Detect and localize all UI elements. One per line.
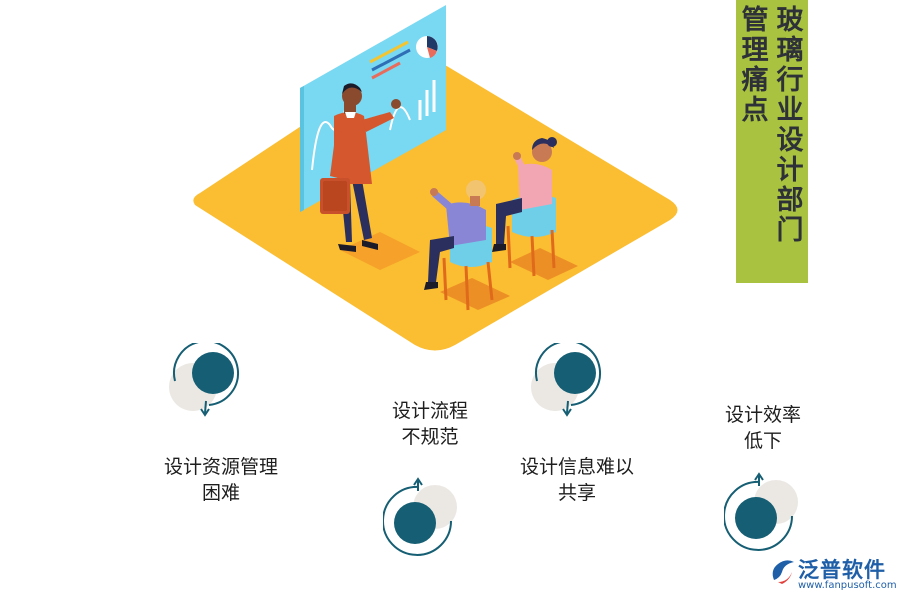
brand-logo: 泛普软件 www.fanpusoft.com [768,552,897,598]
audience-member-1 [424,180,494,311]
pain-point-label-2: 设计流程 不规范 [391,400,468,448]
logo-url: www.fanpusoft.com [798,580,897,591]
pain-point-node-1 [165,343,255,433]
pain-point-node-4 [724,470,814,560]
pain-point-label-4: 设计效率 低下 [724,404,801,452]
pain-point-label-3: 设计信息难以 共享 [519,456,634,504]
pain-point-node-2 [383,475,473,565]
pain-point-node-3 [527,343,617,433]
logo-mark-icon [772,560,794,584]
title-sub: 管理痛点 [741,5,769,126]
audience-member-2 [492,137,557,277]
presenter-figure [320,83,401,252]
title-main: 玻璃行业设计部门 [776,5,804,246]
chair-shadow [510,248,578,280]
chair-shadow [440,278,510,310]
floor-shadow [340,232,420,270]
title-banner: 玻璃行业设计部门 管理痛点 [736,0,808,283]
logo-name: 泛普软件 [798,558,886,582]
pain-point-label-1: 设计资源管理 困难 [163,456,278,504]
